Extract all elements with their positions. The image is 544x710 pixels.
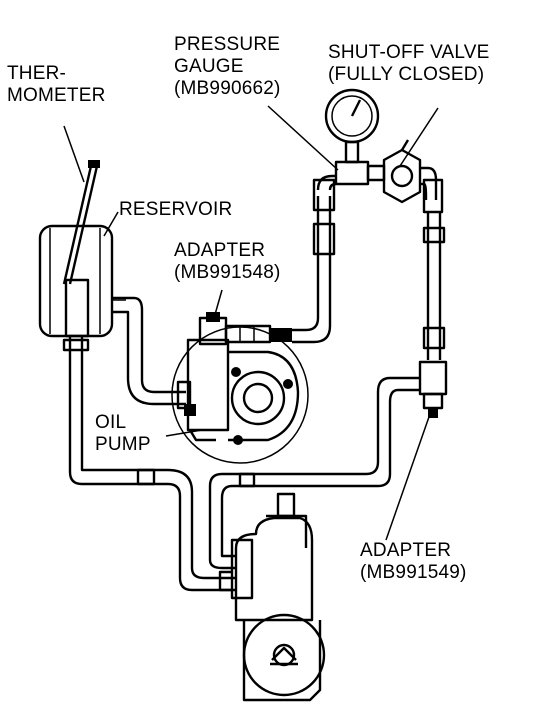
valve-adapter-2-hose: [422, 212, 446, 360]
thermometer-label: THER- MOMETER: [7, 63, 106, 106]
adapter-1-label: ADAPTER (MB991548): [174, 240, 281, 283]
pressure-gauge-label: PRESSURE GAUGE (MB990662): [174, 34, 281, 99]
oil-pump-icon: [171, 312, 309, 464]
adapter-2-label: ADAPTER (MB991549): [360, 540, 467, 583]
reservoir-pump-hose: [112, 296, 186, 406]
steering-gearbox-icon: [218, 492, 326, 702]
reservoir-gearbox-hose: [62, 336, 236, 592]
leader-lines: [63, 105, 439, 541]
adapter-2-icon: [208, 360, 448, 570]
shutoff-valve-label: SHUT-OFF VALVE (FULLY CLOSED): [328, 42, 490, 85]
oil-pump-label: OIL PUMP: [95, 412, 151, 455]
shutoff-valve-icon: [366, 139, 444, 214]
adapter-1-hose: [224, 178, 336, 344]
reservoir-label: RESERVOIR: [119, 199, 233, 220]
reservoir-icon: [38, 224, 126, 338]
